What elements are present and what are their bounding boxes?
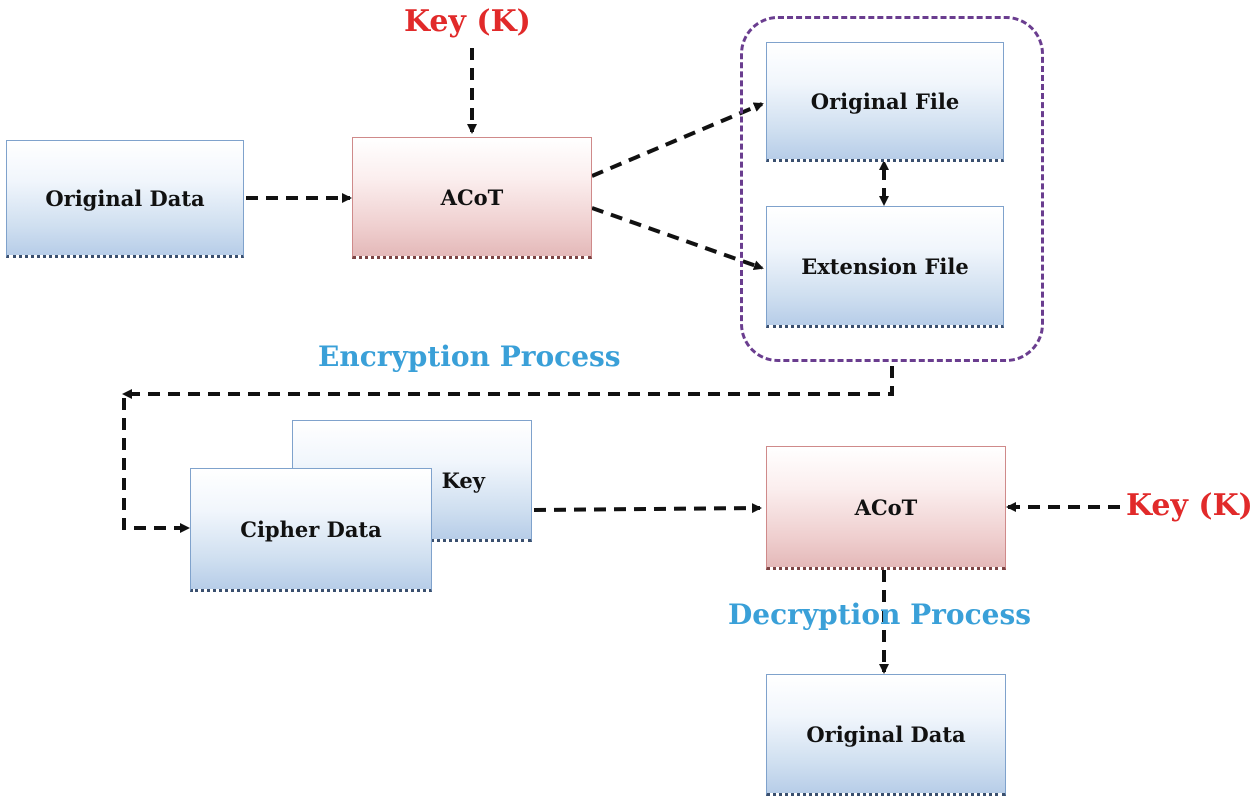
acot-decrypt-label: ACoT [854, 494, 918, 520]
key-file-label: Key [441, 467, 485, 493]
arrow-acot-to-original-file [591, 102, 764, 178]
original-file-label: Original File [810, 88, 960, 114]
cipher-data-label: Cipher Data [240, 516, 382, 542]
original-data-output-label: Original Data [806, 721, 966, 747]
decryption-process-label: Decryption Process [728, 598, 1031, 631]
acot-encrypt-box: ACoT [352, 137, 592, 259]
original-data-output-box: Original Data [766, 674, 1006, 796]
original-file-box: Original File [766, 42, 1004, 162]
extension-file-label: Extension File [801, 253, 969, 279]
decryption-key-label: Key (K) [1126, 488, 1253, 523]
arrow-cipher-to-acot-dec [533, 503, 762, 514]
acot-decrypt-box: ACoT [766, 446, 1006, 570]
acot-encrypt-label: ACoT [440, 184, 504, 210]
output-files-group [740, 16, 1044, 362]
encryption-process-label: Encryption Process [318, 340, 621, 373]
original-data-input-box: Original Data [6, 140, 244, 258]
encryption-key-label: Key (K) [404, 4, 531, 39]
original-data-input-label: Original Data [45, 185, 205, 211]
extension-file-box: Extension File [766, 206, 1004, 328]
cipher-data-box: Cipher Data [190, 468, 432, 592]
arrow-group-to-cipher [122, 366, 894, 533]
arrow-acot-to-extension-file [591, 206, 764, 271]
